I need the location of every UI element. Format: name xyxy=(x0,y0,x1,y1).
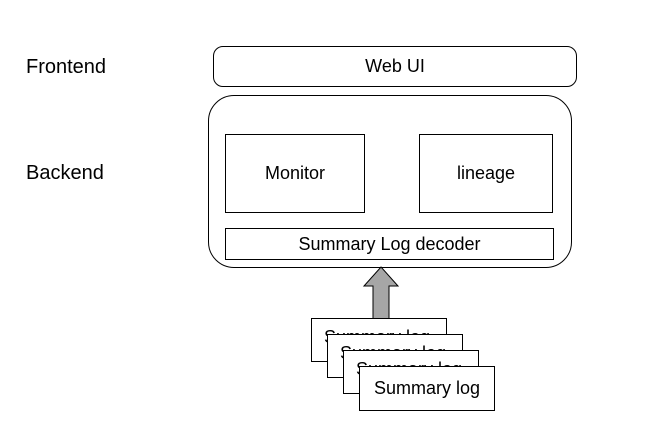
web-ui-label: Web UI xyxy=(365,56,425,76)
backend-layer-label: Backend xyxy=(26,162,104,184)
web-ui-box: Web UI xyxy=(213,46,577,87)
summary-log-decoder-box: Summary Log decoder xyxy=(225,228,554,260)
arrow-shape xyxy=(362,266,400,320)
upward-arrow-icon xyxy=(362,266,400,320)
summary-log-card-4: Summary log xyxy=(359,366,495,411)
frontend-layer-label: Frontend xyxy=(26,56,107,78)
summary-log-decoder-label: Summary Log decoder xyxy=(298,233,481,254)
monitor-label: Monitor xyxy=(264,163,326,183)
monitor-box: Monitor xyxy=(225,134,365,213)
lineage-label: lineage xyxy=(456,163,516,183)
lineage-box: lineage xyxy=(419,134,553,213)
summary-log-card-4-label: Summary log xyxy=(373,378,481,398)
